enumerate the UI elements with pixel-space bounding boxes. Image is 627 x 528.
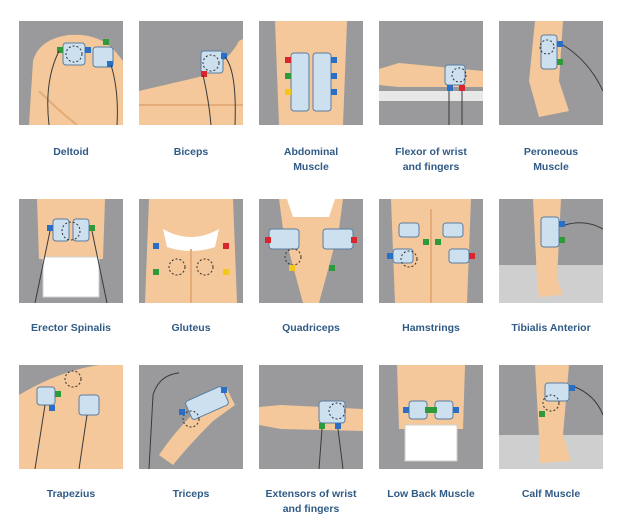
placement-label: Gluteus bbox=[171, 322, 211, 334]
placement-label: Tibialis Anterior bbox=[511, 322, 591, 334]
placement-label: Biceps bbox=[173, 146, 209, 158]
erector-spinalis-placement-illustration bbox=[19, 199, 123, 303]
wrist-flexor-placement-illustration bbox=[379, 21, 483, 125]
gluteus-placement-illustration bbox=[139, 199, 243, 303]
deltoid-placement-illustration bbox=[19, 21, 123, 125]
placement-label: Hamstrings bbox=[402, 322, 460, 334]
low-back-placement-illustration bbox=[379, 365, 483, 469]
calf-placement-illustration bbox=[499, 365, 603, 469]
quadriceps-placement-illustration bbox=[259, 199, 363, 303]
tibialis-anterior-placement-illustration bbox=[499, 199, 603, 303]
hamstrings-placement-illustration bbox=[379, 199, 483, 303]
biceps-placement-illustration bbox=[139, 21, 243, 125]
peroneous-placement-illustration bbox=[499, 21, 603, 125]
wrist-extensor-placement-illustration bbox=[259, 365, 363, 469]
placement-label: Erector Spinalis bbox=[31, 322, 111, 334]
placement-label: Low Back Muscle bbox=[387, 488, 475, 500]
triceps-placement-illustration bbox=[139, 365, 243, 469]
placement-label: Quadriceps bbox=[282, 322, 340, 334]
placement-label: Trapezius bbox=[46, 488, 96, 500]
placement-label: Triceps bbox=[172, 488, 210, 500]
trapezius-placement-illustration bbox=[19, 365, 123, 469]
placement-label: Deltoid bbox=[53, 146, 89, 158]
abdominal-placement-illustration bbox=[259, 21, 363, 125]
placement-label: Calf Muscle bbox=[521, 488, 581, 500]
